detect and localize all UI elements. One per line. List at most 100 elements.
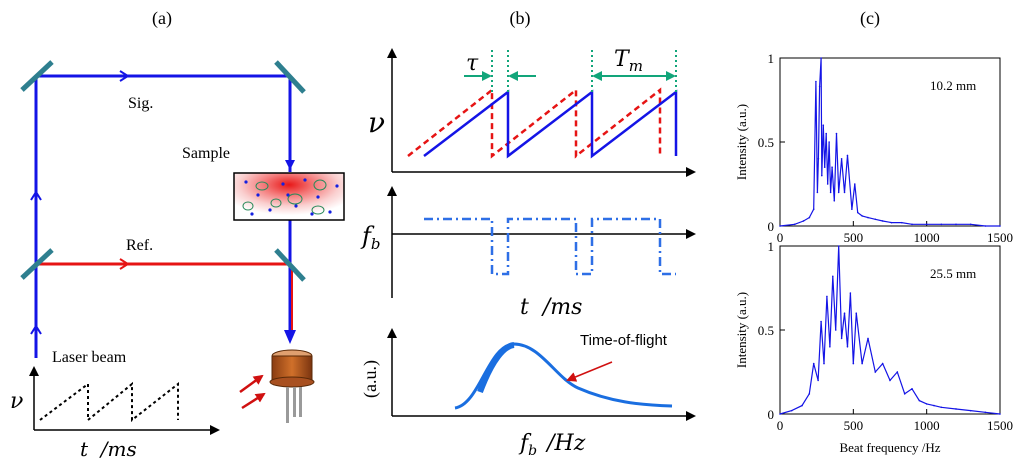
spectrum-point: [999, 413, 1001, 415]
spectrum-point: [861, 362, 863, 365]
spectrum-point: [881, 220, 884, 222]
spectrum-point: [933, 404, 935, 407]
spectrum-point: [812, 208, 815, 210]
spectrum-point: [825, 132, 827, 135]
spectrum-point: [837, 191, 840, 194]
beam-splitter: [20, 248, 54, 280]
spectrum-point: [846, 154, 849, 157]
tof-label: Time-of-flight: [580, 332, 668, 349]
tof-x-label: fb/Hz: [518, 431, 586, 459]
spectrum-point: [812, 362, 815, 365]
spectrum-point: [911, 388, 913, 390]
mirror-top-left: [20, 60, 54, 92]
x-tick-label: 500: [844, 230, 864, 245]
spectrum-point: [815, 80, 817, 83]
spectrum-point: [969, 223, 972, 226]
spectrum-point: [999, 225, 1001, 227]
beam-up-arrow: [30, 190, 42, 201]
panel-label-c: (c): [860, 8, 880, 29]
spectrum-point: [829, 191, 832, 194]
spectrum-point: [969, 409, 972, 412]
spectrum-point: [793, 223, 796, 226]
spectrum-point: [984, 411, 987, 414]
spectrum-point: [940, 223, 943, 226]
panel-label-b: (b): [510, 8, 531, 29]
spectrum-point: [854, 183, 856, 185]
y-tick-label: 1: [768, 239, 775, 254]
chirp-y-label: ν: [368, 106, 385, 139]
spectrum-point: [849, 292, 852, 294]
spectrum-point: [851, 208, 853, 210]
spectrum-point: [802, 220, 805, 222]
signal-chirp: [423, 89, 678, 159]
spectrum-point: [801, 404, 803, 407]
spectrum-point: [955, 223, 957, 226]
tof-pointer: [566, 361, 613, 382]
spectrum-point: [832, 275, 834, 278]
photodetector-icon: [269, 349, 315, 423]
mirror-top-right: [274, 60, 306, 94]
beam-down-arrow: [285, 160, 295, 170]
y-axis-label: Intensity (a.u.): [734, 292, 749, 368]
spectrum-point: [843, 191, 846, 194]
spectrum-point: [867, 216, 869, 219]
spectrum-point: [835, 132, 838, 135]
spectrum-point: [867, 337, 869, 340]
spectrum-point: [900, 221, 903, 224]
tm-label: Tm: [614, 47, 643, 75]
spectrum-point: [790, 409, 793, 412]
y-tick-label: 0: [768, 219, 775, 234]
x-axis-label: Beat frequency /Hz: [839, 440, 940, 455]
panel-b-schematic: ν τ Tm fb t /ms (a.u.) Time-of-flight fb…: [360, 47, 696, 459]
y-tick-label: 0.5: [758, 323, 774, 338]
spectrum-point: [843, 312, 846, 315]
x-tick-label: 0: [777, 230, 784, 245]
x-tick-label: 1500: [987, 418, 1013, 433]
spectrum-point: [817, 158, 820, 160]
sample-label: Sample: [182, 145, 230, 162]
sample-particles: [244, 178, 339, 216]
spectrum-point: [823, 166, 826, 168]
x-tick-label: 1000: [914, 230, 940, 245]
spectrum-point: [808, 393, 811, 395]
spectrum-point: [834, 329, 837, 331]
ref-label: Ref.: [126, 237, 153, 254]
tof-curve-rise: [477, 342, 515, 394]
depth-annotation: 25.5 mm: [930, 266, 976, 281]
y-tick-label: 0: [768, 407, 775, 422]
spectrum-point: [856, 211, 859, 214]
spectrum-point: [852, 362, 855, 365]
spectrum-point: [826, 295, 828, 298]
tau-label: τ: [466, 51, 479, 76]
spectrum-point: [940, 406, 943, 409]
spectrum-point: [855, 312, 858, 315]
spectrum-point: [890, 221, 893, 224]
beam-direction-arrow: [119, 70, 130, 82]
inset-sawtooth: ν t /ms: [10, 366, 220, 461]
spectrum-point: [826, 183, 829, 185]
spectrum-point: [816, 191, 819, 194]
spectrum-point: [903, 393, 906, 395]
y-axis-label: Intensity (a.u.): [734, 104, 749, 180]
y-tick-label: 0.5: [758, 135, 774, 150]
spectrum-point: [818, 85, 821, 88]
spectrum-point: [925, 223, 928, 226]
y-tick-label: 1: [768, 51, 775, 66]
beam-up-arrow-lower: [30, 324, 42, 335]
x-tick-label: 1500: [987, 230, 1013, 245]
spectrum-point: [955, 408, 957, 410]
sample-cells: [242, 179, 327, 215]
spectrum-point: [889, 379, 891, 382]
spectrum-point: [840, 337, 843, 340]
depth-annotation: 10.2 mm: [930, 78, 976, 93]
spectrum-point: [874, 218, 877, 221]
inset-x-label: t /ms: [80, 437, 137, 461]
ref-direction-arrow: [119, 258, 130, 270]
reference-chirp: [407, 87, 662, 159]
tof-y-label: (a.u.): [360, 360, 381, 398]
sig-label: Sig.: [128, 95, 153, 112]
beat-frequency-wave: [424, 217, 676, 276]
